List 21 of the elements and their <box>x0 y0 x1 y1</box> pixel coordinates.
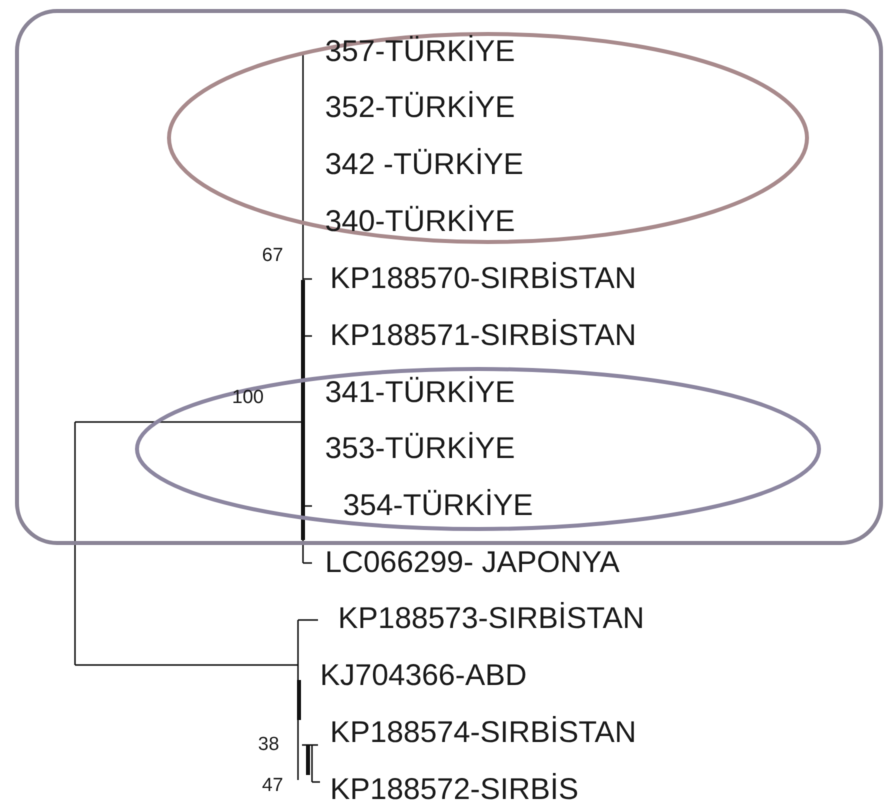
taxon-label: 341-TÜRKİYE <box>325 376 516 410</box>
rounded-frame <box>14 8 884 546</box>
bootstrap-value: 100 <box>232 386 264 410</box>
taxon-label: 353-TÜRKİYE <box>325 432 516 466</box>
taxon-label: KP188574-SIRBİSTAN <box>330 716 636 750</box>
taxon-label: KP188573-SIRBİSTAN <box>338 602 644 636</box>
taxon-label: 352-TÜRKİYE <box>325 91 516 125</box>
bootstrap-value: 67 <box>262 244 284 268</box>
taxon-label: 342 -TÜRKİYE <box>325 148 524 182</box>
taxon-label: LC066299- JAPONYA <box>325 546 620 580</box>
taxon-label: KP188571-SIRBİSTAN <box>330 319 636 353</box>
taxon-label: 354-TÜRKİYE <box>343 489 534 523</box>
taxon-label: 357-TÜRKİYE <box>325 35 516 69</box>
ellipse-outline <box>166 31 810 245</box>
taxon-label: KJ704366-ABD <box>320 659 527 693</box>
ellipse-outline <box>134 366 822 532</box>
taxon-label: KP188572-SIRBİS <box>330 773 578 807</box>
bootstrap-value: 38 <box>258 733 280 757</box>
taxon-label: 340-TÜRKİYE <box>325 205 516 239</box>
bootstrap-value: 47 <box>262 774 284 798</box>
taxon-label: KP188570-SIRBİSTAN <box>330 262 636 296</box>
